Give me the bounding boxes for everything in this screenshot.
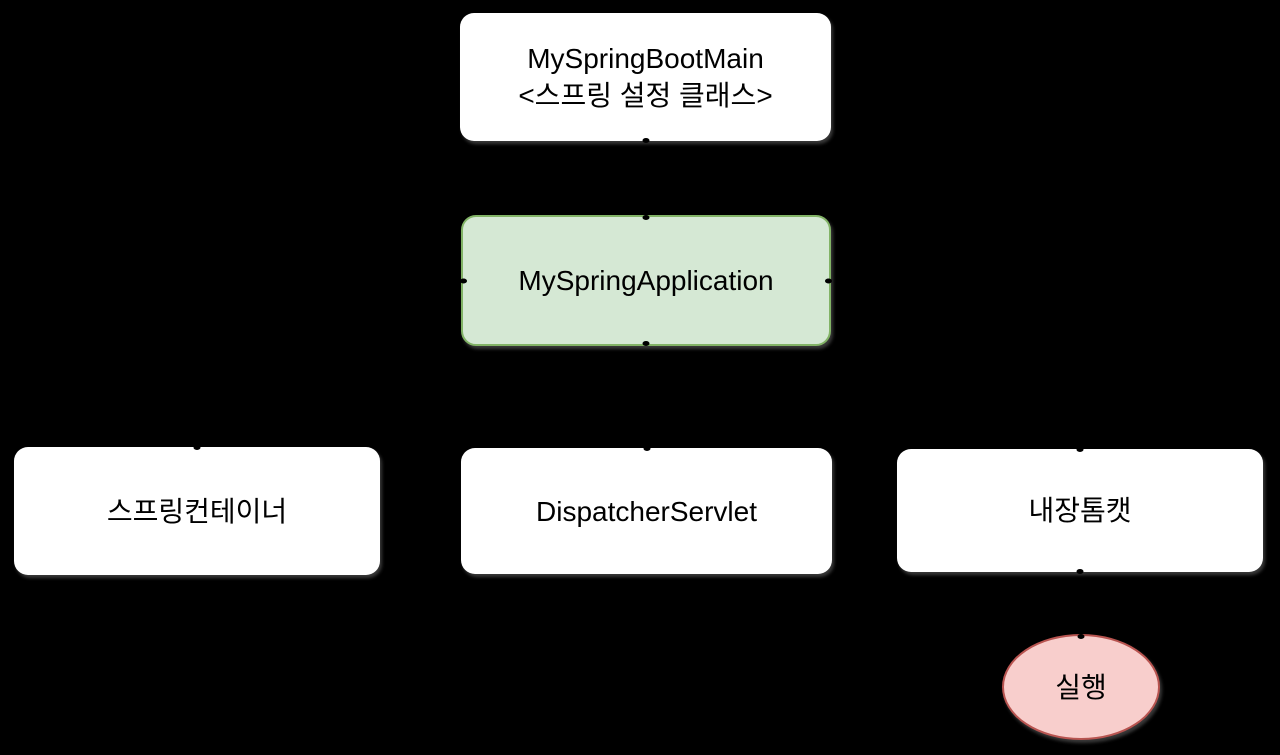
connector-endpoint-dot — [825, 278, 832, 283]
node-label: 실행 — [1055, 671, 1107, 703]
connector-endpoint-dot — [193, 445, 201, 450]
node-my-spring-application: MySpringApplication — [460, 215, 832, 346]
node-spring-container: 스프링컨테이너 — [14, 445, 380, 575]
node-label: 내장톰캣 — [1028, 495, 1132, 526]
node-label: MySpringApplication — [518, 265, 774, 296]
connector-endpoint-dot — [642, 215, 650, 220]
node-run: 실행 — [1002, 634, 1160, 740]
node-label-line2: <스프링 설정 클래스> — [518, 80, 773, 111]
connector-endpoint-dot — [642, 341, 650, 346]
connector-endpoint-dot — [1076, 447, 1084, 452]
node-my-spring-boot-main: MySpringBootMain <스프링 설정 클래스> — [460, 13, 831, 143]
connector-endpoint-dot — [642, 138, 649, 143]
node-label: 스프링컨테이너 — [106, 495, 288, 527]
connector-endpoint-dot — [1077, 634, 1085, 639]
node-label: DispatcherServlet — [536, 495, 757, 527]
node-dispatcher-servlet: DispatcherServlet — [461, 446, 832, 574]
connector-endpoint-dot — [643, 446, 650, 451]
node-embedded-tomcat: 내장톰캣 — [897, 447, 1263, 574]
connector-endpoint-dot — [460, 278, 467, 283]
connector-endpoint-dot — [1076, 569, 1084, 574]
node-label-line1: MySpringBootMain — [527, 43, 764, 74]
